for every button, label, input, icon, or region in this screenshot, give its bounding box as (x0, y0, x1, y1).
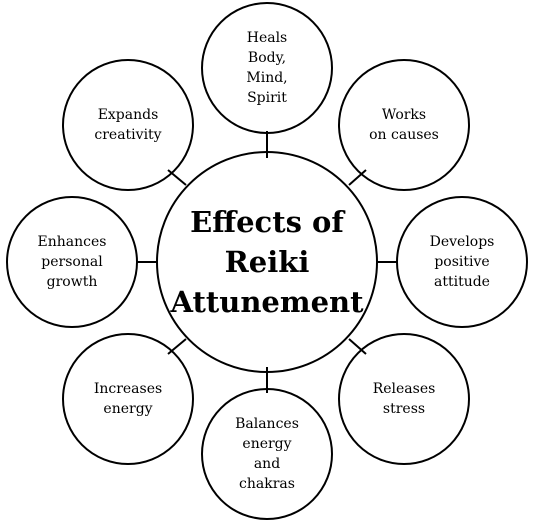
connector-top-right (348, 169, 367, 186)
center-circle (156, 151, 378, 373)
node-label-expands: Expands creativity (94, 107, 162, 143)
connector-bottom-left (167, 338, 187, 355)
node-circle-bottom (201, 388, 333, 520)
node-label-balances: Balances energy and chakras (235, 416, 299, 492)
node-label-works: Works on causes (369, 107, 439, 143)
node-circle-left (6, 196, 138, 328)
node-circle-top (201, 2, 333, 134)
node-circle-bottom-left (62, 333, 194, 465)
node-label-develops: Develops positive attitude (429, 234, 495, 290)
node-circle-top-left (62, 59, 194, 191)
connector-top-left (167, 169, 187, 186)
node-label-heals: Heals Body, Mind, Spirit (246, 30, 288, 106)
node-circle-bottom-right (338, 333, 470, 465)
node-label-increases: Increases energy (93, 381, 163, 417)
node-label-releases: Releases stress (372, 381, 436, 417)
connector-bottom-right (348, 338, 367, 355)
node-label-enhances: Enhances personal growth (37, 234, 107, 290)
node-circle-top-right (338, 59, 470, 191)
node-circle-right (396, 196, 528, 328)
center-title: Effects of Reiki Attunement (170, 205, 364, 319)
